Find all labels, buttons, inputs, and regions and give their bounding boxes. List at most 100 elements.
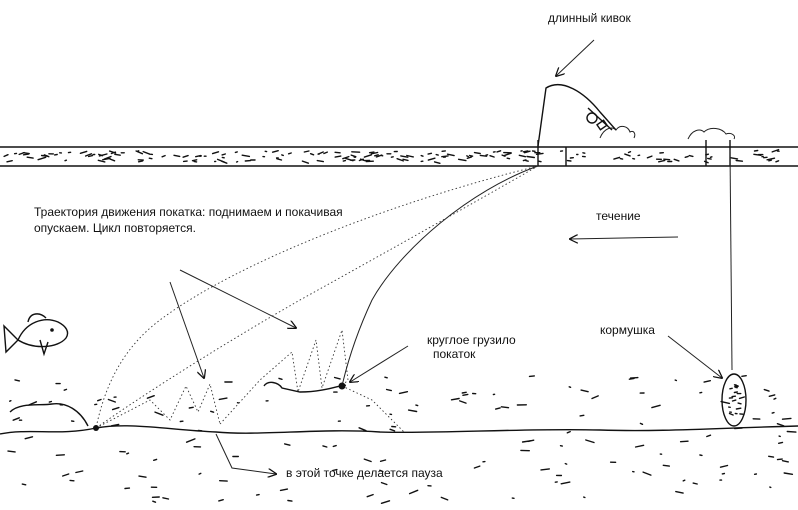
texture-speck (154, 411, 164, 416)
texture-speck (682, 479, 686, 482)
texture-speck (737, 402, 742, 405)
texture-speck (374, 154, 379, 157)
ice-layer (0, 125, 798, 167)
texture-speck (763, 388, 770, 392)
texture-speck (768, 455, 775, 458)
texture-speck (366, 493, 374, 498)
snow-pile-right (687, 127, 735, 140)
texture-speck (211, 151, 220, 155)
texture-speck (138, 475, 147, 478)
texture-speck (720, 400, 731, 405)
texture-speck (334, 151, 341, 154)
texture-speck (406, 154, 414, 158)
fishing-line (341, 165, 539, 387)
fish-tail (3, 324, 19, 354)
texture-speck (333, 376, 341, 380)
trajectory-arc-outer (95, 165, 539, 429)
arrow-pause-point (215, 433, 276, 474)
fish-lower-fin (39, 339, 49, 357)
texture-speck (241, 154, 251, 158)
texture-speck (79, 150, 88, 155)
bottom-line (0, 425, 798, 435)
texture-speck (466, 156, 473, 160)
texture-speck (675, 490, 684, 494)
texture-speck (703, 380, 711, 383)
texture-speck (735, 407, 742, 410)
texture-speck (435, 153, 439, 156)
texture-speck (322, 445, 328, 448)
texture-speck (457, 158, 467, 162)
texture-speck (26, 156, 34, 159)
texture-speck (540, 468, 550, 471)
texture-speck (776, 458, 783, 461)
texture-speck (688, 154, 694, 158)
feeder-body (721, 373, 747, 427)
texture-speck (142, 150, 151, 156)
trajectory-zigzag-1 (95, 382, 221, 429)
feeder-line (729, 149, 733, 371)
texture-speck (63, 388, 68, 391)
arrow-to-feeder (667, 335, 722, 378)
texture-speck (461, 391, 467, 394)
texture-speck (385, 388, 392, 392)
texture-speck (781, 417, 792, 420)
fish-body (17, 319, 69, 348)
texture-speck (380, 481, 388, 486)
texture-speck (48, 400, 53, 403)
texture-speck (332, 444, 337, 448)
texture-speck (771, 148, 780, 153)
texture-speck (350, 154, 357, 158)
texture-speck (400, 155, 409, 158)
texture-speck (692, 482, 698, 485)
ice-texture (3, 148, 780, 165)
texture-speck (624, 153, 631, 157)
arrow-to-nod (556, 39, 595, 76)
texture-speck (773, 397, 777, 400)
texture-speck (407, 409, 418, 413)
rod-handle (587, 107, 613, 131)
texture-speck (658, 159, 666, 163)
texture-speck (526, 155, 535, 159)
texture-speck (639, 422, 644, 425)
texture-speck (415, 404, 419, 407)
texture-speck (97, 153, 104, 157)
texture-speck (729, 387, 733, 390)
texture-speck (281, 154, 284, 157)
texture-speck (473, 465, 481, 469)
texture-speck (738, 396, 745, 400)
texture-speck (634, 444, 645, 448)
texture-speck (332, 468, 338, 472)
texture-speck (579, 414, 585, 417)
texture-speck (379, 459, 387, 462)
texture-speck (185, 438, 196, 443)
bottom-mound-left (9, 403, 89, 427)
texture-speck (627, 150, 632, 154)
label-sinker-line1: круглое грузило (427, 333, 516, 347)
texture-speck (450, 397, 460, 401)
texture-speck (3, 153, 9, 158)
trajectory-zigzag-2 (219, 329, 349, 425)
fish-eye (50, 328, 54, 332)
texture-speck (619, 157, 624, 160)
rod-reel-icon (537, 83, 617, 147)
texture-speck (503, 152, 512, 157)
texture-speck (489, 154, 495, 158)
texture-speck (673, 158, 680, 162)
texture-speck (234, 151, 238, 154)
texture-speck (87, 154, 94, 158)
texture-speck (173, 154, 181, 158)
texture-speck (62, 473, 70, 477)
texture-speck (753, 153, 762, 157)
texture-speck (538, 160, 542, 163)
texture-speck (37, 156, 47, 161)
texture-speck (446, 153, 455, 157)
texture-speck (389, 428, 396, 432)
texture-speck (148, 157, 153, 160)
texture-speck (384, 376, 388, 379)
texture-speck (301, 160, 310, 164)
texture-speck (209, 410, 215, 413)
texture-speck (566, 430, 571, 434)
texture-speck (146, 395, 155, 399)
texture-speck (591, 395, 599, 400)
